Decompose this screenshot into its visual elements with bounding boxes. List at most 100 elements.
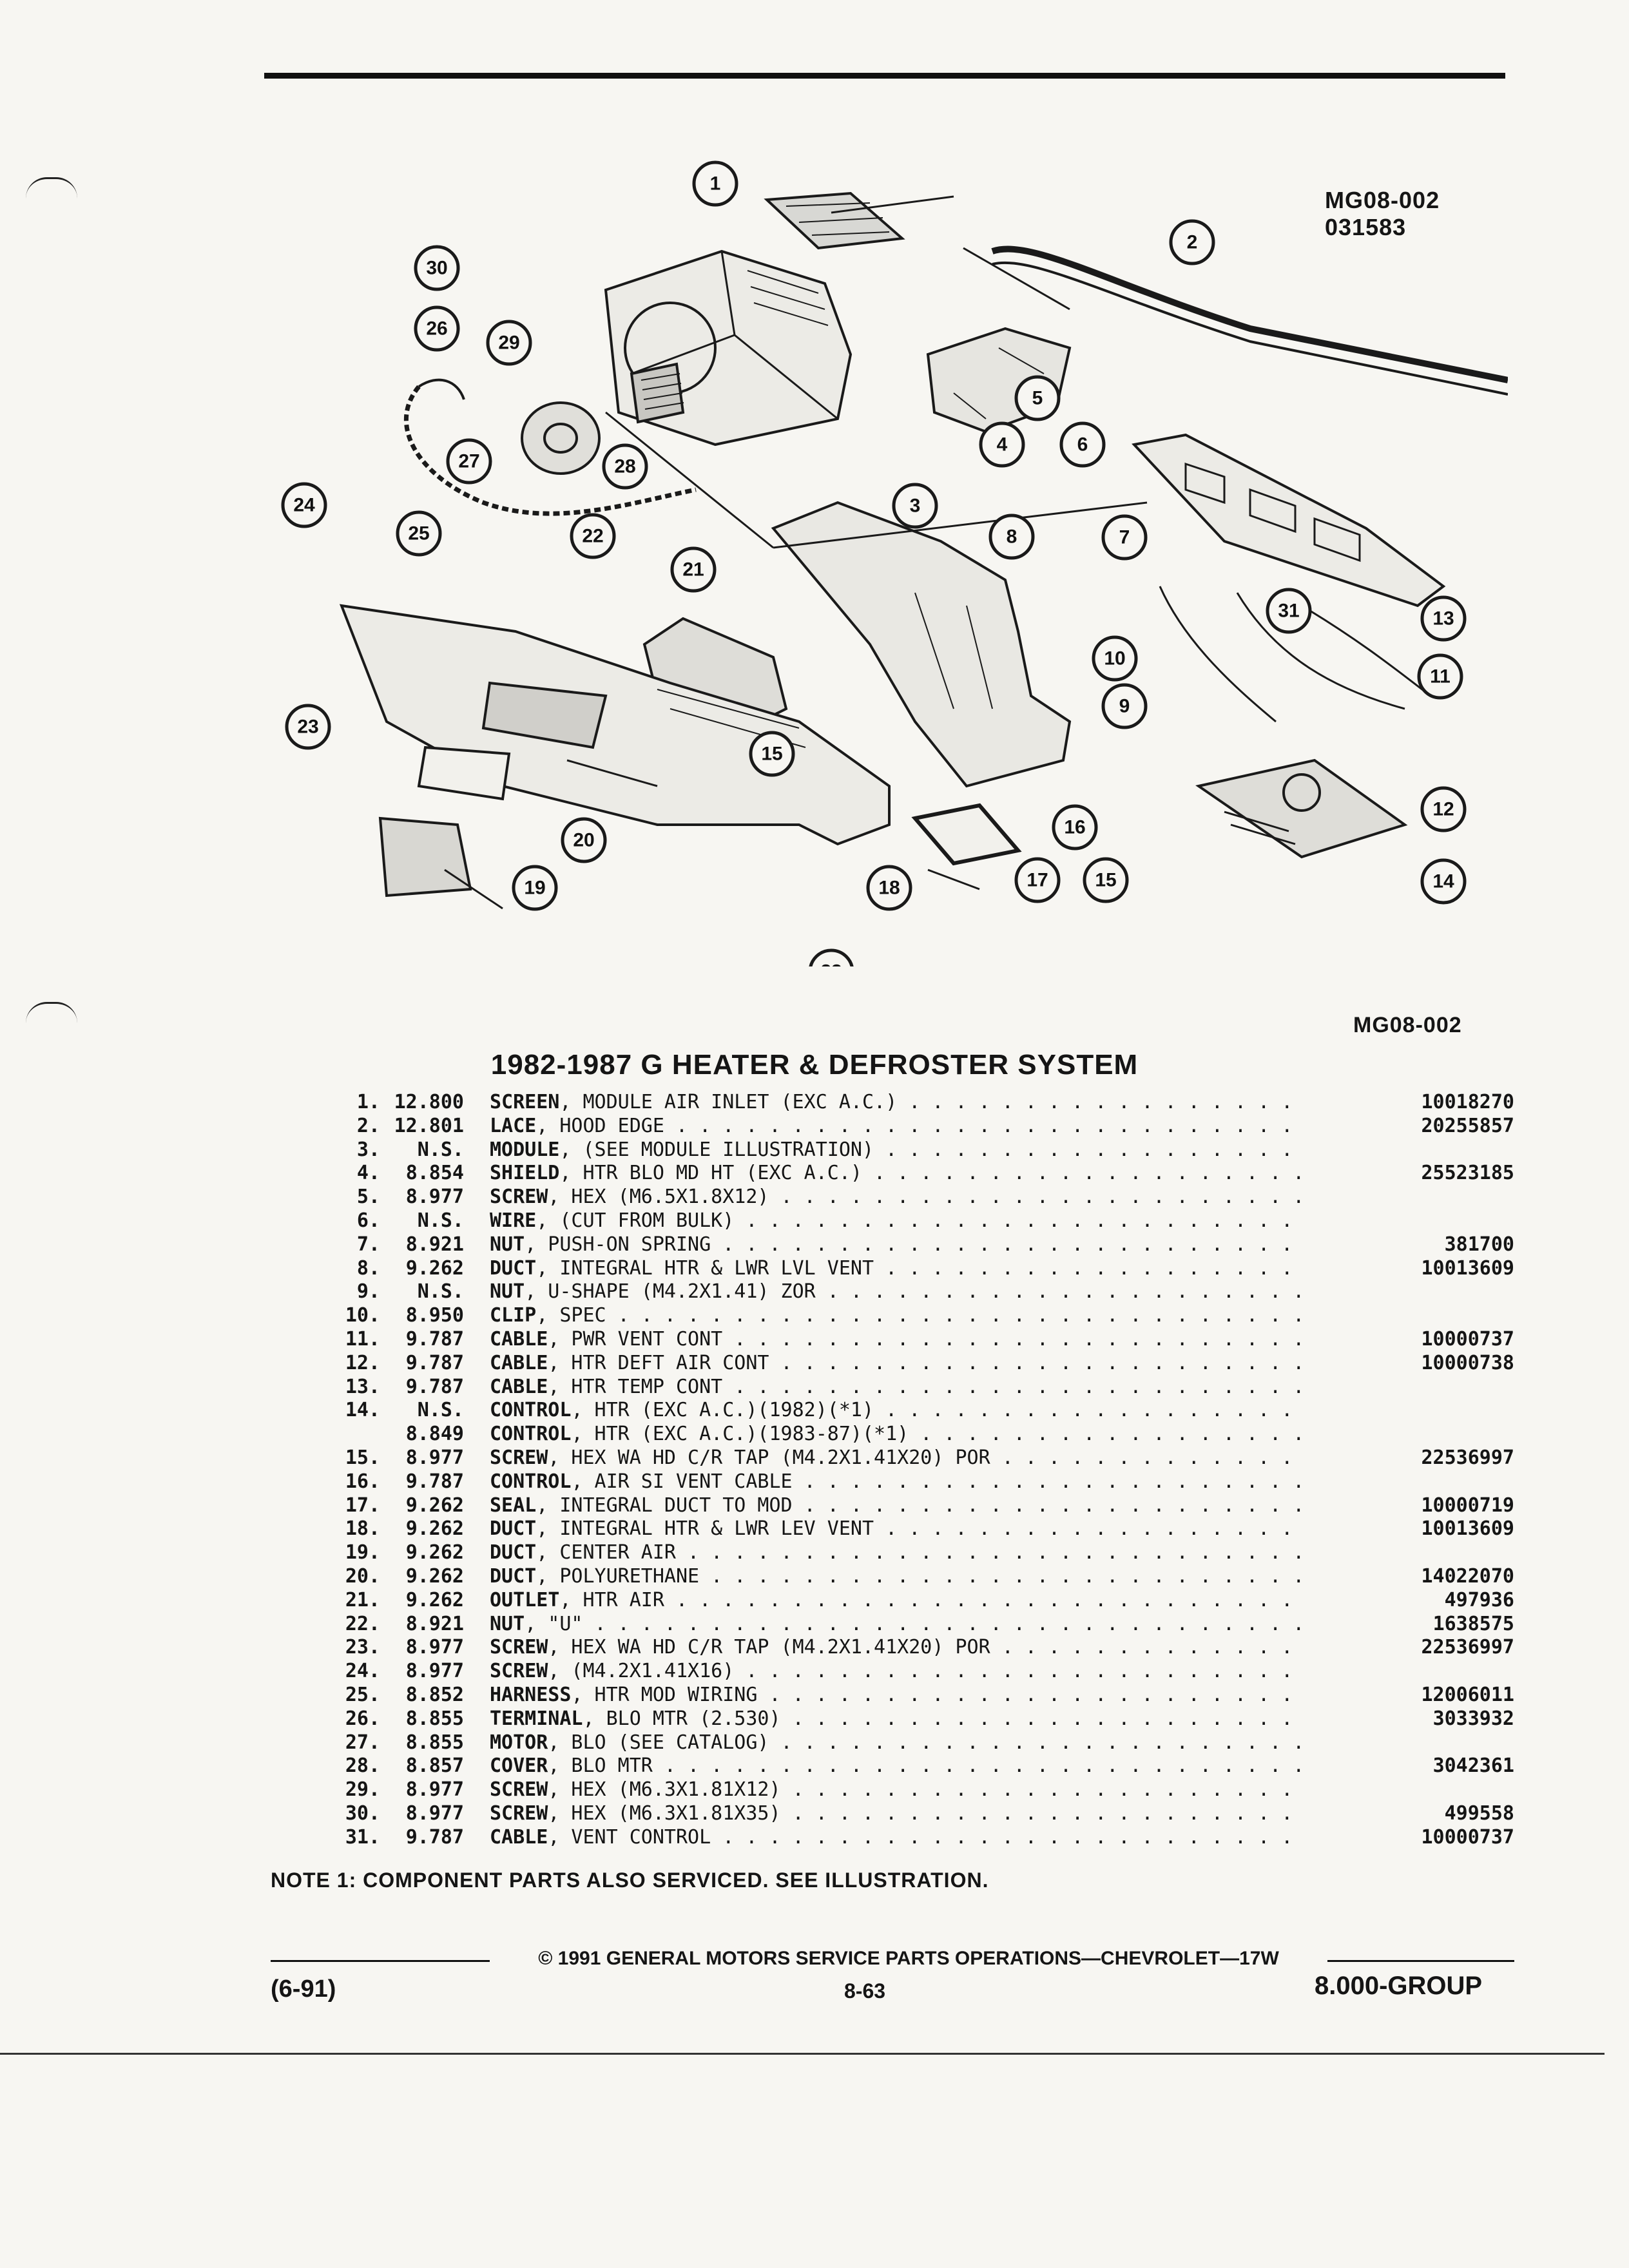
callout-8: 8 [1007,526,1017,548]
group-number: 9.262 [405,1517,464,1541]
item-number: 5. [356,1186,380,1209]
item-number: 15. [345,1446,380,1469]
callout-31: 31 [1278,601,1299,622]
group-number: 9.262 [405,1588,464,1611]
part-detail: , BLO MTR [548,1754,653,1778]
part-name: NUT [490,1612,525,1635]
part-detail: , SPEC [536,1304,606,1327]
parts-row: 6.N.S.WIRE, (CUT FROM BULK) [335,1209,1514,1233]
callout-23b: 23 [820,961,842,967]
callout-6: 6 [1077,434,1088,456]
part-detail: , VENT CONTROL [548,1825,711,1849]
bottom-rule [0,2053,1605,2055]
part-name: CONTROL [490,1399,572,1422]
group-number: 9.262 [405,1494,464,1517]
parts-row: 1. 12.800 SCREEN, MODULE AIR INLET (EXC A.… [335,1091,1514,1115]
group-number: 8.977 [405,1802,464,1825]
part-description: DUCT, INTEGRAL HTR & LWR LEV VENT [490,1517,1308,1541]
group-number: 8.977 [405,1778,464,1802]
part-detail: , BLO MTR (2.530) [583,1707,781,1730]
part-name: NUT [490,1233,525,1256]
part-detail: , MODULE AIR INLET (EXC A.C.) [559,1091,898,1113]
part-number: 10018270 [1315,1091,1514,1115]
part-detail: , POLYURETHANE [536,1564,700,1588]
callout-13: 13 [1432,608,1454,629]
part-name: MOTOR [490,1731,548,1754]
part-detail: , HEX (M6.5X1.8X12) [548,1186,769,1209]
part-description: TERMINAL, BLO MTR (2.530) [490,1707,1308,1731]
part-blower-motor [521,401,601,475]
part-description: CONTROL, HTR (EXC A.C.)(1982)(*1) [490,1399,1308,1423]
part-poly-duct [417,745,511,801]
item-number: 11. [345,1327,380,1350]
part-name: SCREW [490,1446,548,1469]
part-number: 14022070 [1315,1564,1514,1589]
item-number: 6. [356,1209,380,1232]
part-description: DUCT, POLYURETHANE [490,1565,1308,1589]
part-name: CABLE [490,1351,548,1374]
callout-14: 14 [1432,871,1454,892]
parts-row: 3.N.S.MODULE, (SEE MODULE ILLUSTRATION) [335,1139,1514,1162]
part-detail: , HEX (M6.3X1.81X12) [548,1778,781,1802]
item-number: 1. [356,1091,380,1113]
group-number: 8.977 [405,1186,464,1209]
group-number: N.S. [417,1138,464,1161]
item-number: 19. [345,1541,380,1564]
item-number: 14. [345,1399,380,1422]
footer-rule-right [1327,1960,1514,1962]
group-number: 8.855 [405,1731,464,1754]
item-number: 26. [345,1707,380,1730]
part-name: SCREW [490,1636,548,1659]
part-description: WIRE, (CUT FROM BULK) [490,1209,1308,1233]
parts-row: 9. N.S. NUT, U-SHAPE (M4.2X1.41) ZOR [335,1280,1514,1304]
part-number: 10013609 [1315,1256,1514,1281]
part-name: TERMINAL [490,1707,583,1730]
group-number: 8.921 [405,1233,464,1256]
part-description: CABLE, HTR TEMP CONT [490,1376,1308,1399]
part-description: NUT, U-SHAPE (M4.2X1.41) ZOR [490,1280,1308,1304]
figure-code-bottom: MG08-002 [1353,1013,1462,1037]
group-number: 9.787 [405,1327,464,1350]
callout-4: 4 [997,434,1008,456]
part-name: COVER [490,1754,548,1778]
part-name: NUT [490,1280,525,1303]
group-number: 12.800 [394,1091,464,1113]
group-number: 8.977 [405,1636,464,1659]
footer-rule-left [271,1960,490,1962]
figure-date: 031583 [1325,214,1407,240]
part-detail: , (CUT FROM BULK) [536,1209,735,1232]
part-detail: , HTR TEMP CONT [548,1375,723,1398]
part-description: OUTLET, HTR AIR [490,1589,1308,1613]
group-number: 9.787 [405,1825,464,1849]
part-name: CABLE [490,1327,548,1350]
callout-15a: 15 [761,744,782,765]
part-seal [911,803,1022,866]
callout-9: 9 [1119,696,1130,717]
group-number: 9.262 [405,1564,464,1588]
part-name: SCREW [490,1802,548,1825]
item-number: 9. [356,1280,380,1303]
exploded-diagram: 1 2 3 4 5 6 7 8 9 10 11 12 13 14 15 15 1… [281,160,1508,967]
group-number: N.S. [417,1280,464,1303]
group-number: 8.855 [405,1707,464,1730]
part-cables [1159,586,1431,723]
callout-22: 22 [582,526,603,547]
part-name: LACE [490,1114,537,1137]
part-name: HARNESS [490,1683,572,1706]
part-name: SCREEN [490,1091,560,1113]
item-number: 20. [345,1564,380,1588]
part-description: CABLE, VENT CONTROL [490,1826,1308,1850]
item-number: 12. [345,1351,380,1374]
item-number: 3. [356,1138,380,1161]
callout-16: 16 [1064,817,1085,838]
